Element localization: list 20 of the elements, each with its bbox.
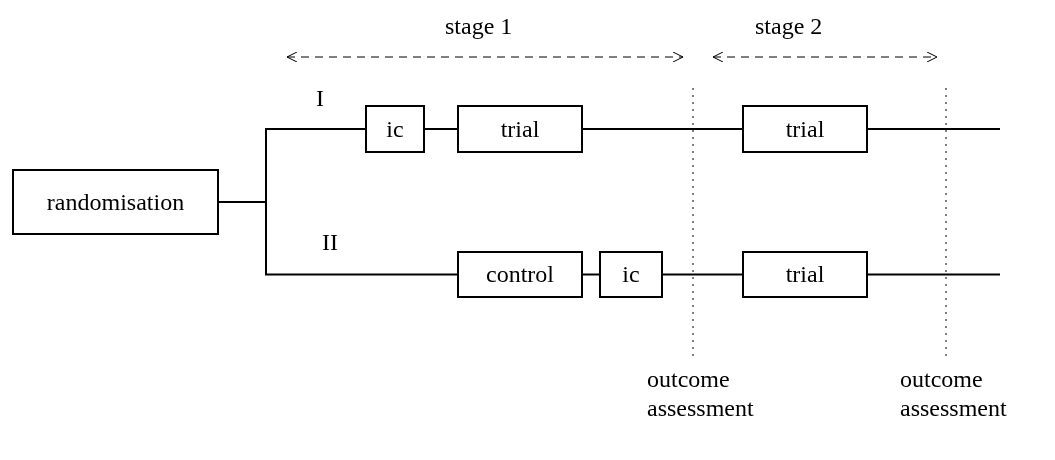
- stage-label: stage 2: [755, 12, 823, 41]
- note-text: outcome assessment: [647, 365, 755, 423]
- process-box: ic: [599, 251, 663, 298]
- connector-line: [867, 273, 1001, 276]
- connector-line: [867, 128, 1001, 130]
- process-box: control: [457, 251, 583, 298]
- connector-line: [424, 128, 458, 130]
- connector-line: [218, 201, 458, 276]
- arm-label: I: [316, 84, 324, 113]
- note-text: outcome assessment: [900, 365, 1008, 423]
- process-box: trial: [457, 105, 583, 153]
- connector-line: [582, 128, 743, 130]
- stage-label: stage 1: [445, 12, 513, 41]
- process-box: ic: [365, 105, 425, 153]
- process-box: trial: [742, 105, 868, 153]
- arm-label: II: [322, 228, 338, 257]
- connector-line: [582, 273, 600, 276]
- connector-line: [662, 273, 743, 276]
- process-box: randomisation: [12, 169, 219, 235]
- process-box: trial: [742, 251, 868, 298]
